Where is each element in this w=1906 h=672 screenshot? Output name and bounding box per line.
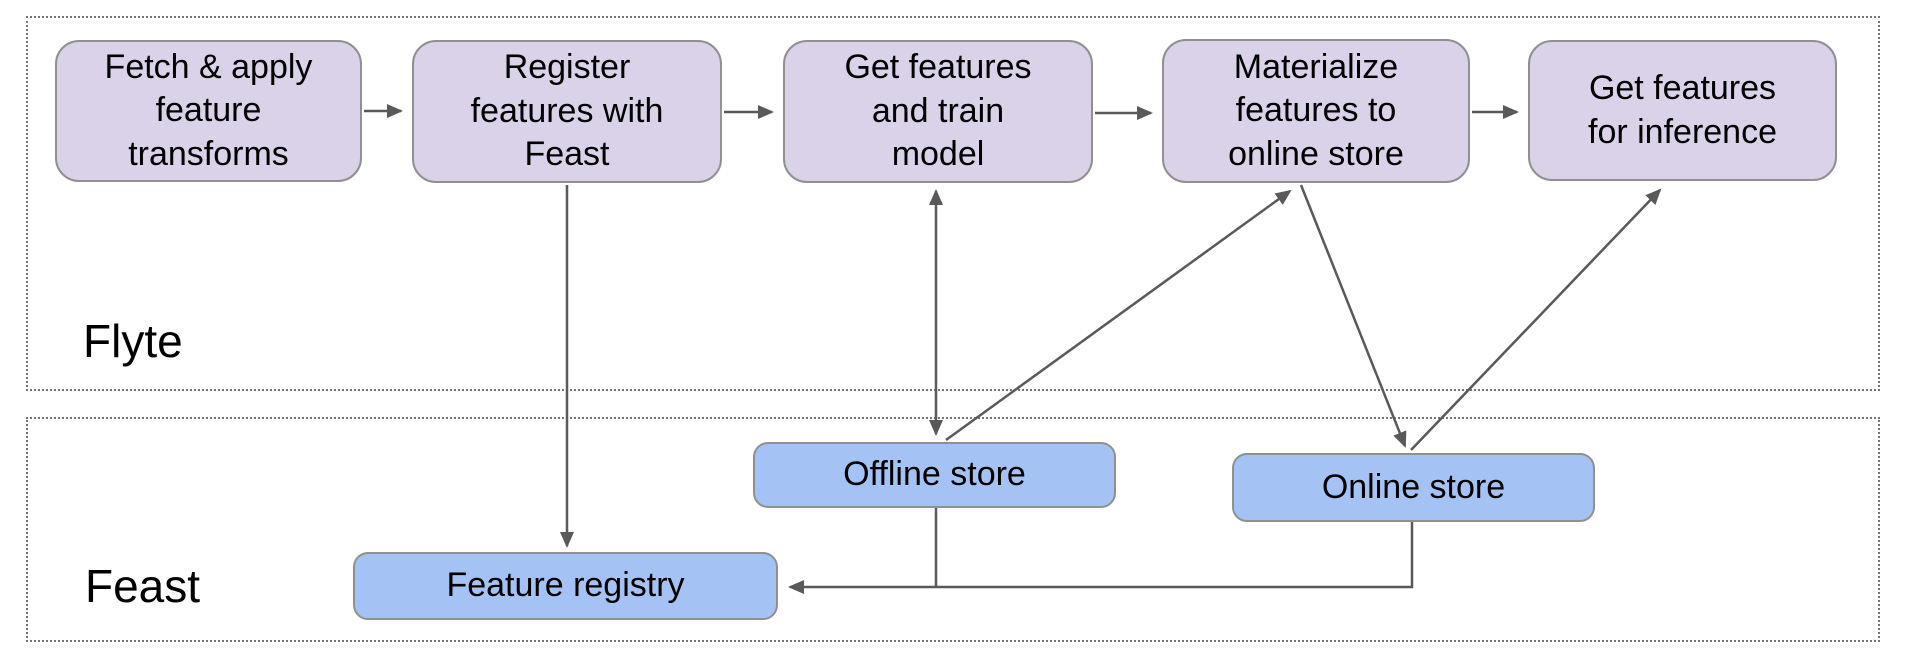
node-fetch-apply-feature-transforms: Fetch & apply feature transforms [55, 40, 362, 182]
node-get-features-for-inference: Get features for inference [1528, 40, 1837, 181]
node-materialize-features-to-online-store: Materialize features to online store [1162, 39, 1470, 183]
node-register-features-with-feast: Register features with Feast [412, 40, 722, 183]
flyte-lane-label: Flyte [83, 315, 183, 367]
node-get-features-and-train-model: Get features and train model [783, 40, 1093, 183]
node-offline-store: Offline store [753, 442, 1116, 508]
node-online-store: Online store [1232, 453, 1595, 522]
node-feature-registry: Feature registry [353, 552, 778, 620]
feast-lane-label: Feast [85, 560, 201, 612]
